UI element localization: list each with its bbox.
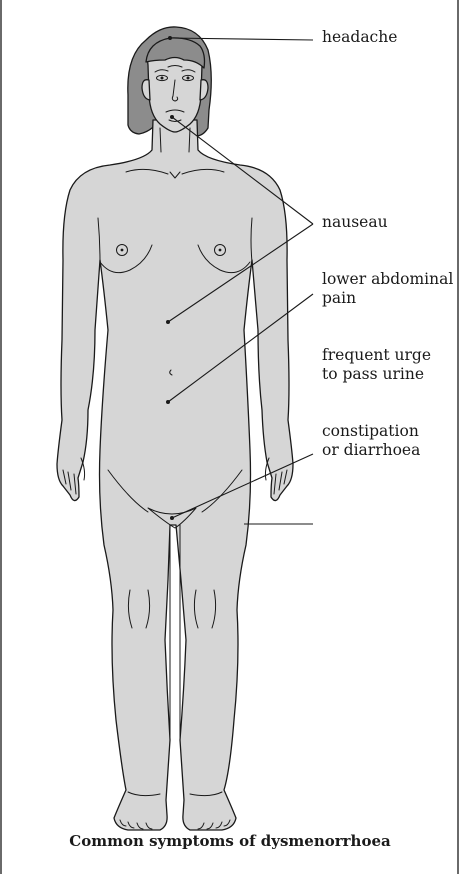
figure-caption: Common symptoms of dysmenorrhoea (12, 832, 448, 850)
human-figure (57, 27, 293, 830)
body-silhouette (57, 120, 293, 830)
label-headache: headache (322, 28, 397, 47)
left-pupil (161, 77, 164, 80)
label-constipation: constipation or diarrhoea (322, 422, 420, 460)
right-pupil (187, 77, 190, 80)
label-lower-abdominal-pain: lower abdominal pain (322, 270, 453, 308)
label-frequent-urge: frequent urge to pass urine (322, 346, 431, 384)
label-nauseau: nauseau (322, 213, 388, 232)
